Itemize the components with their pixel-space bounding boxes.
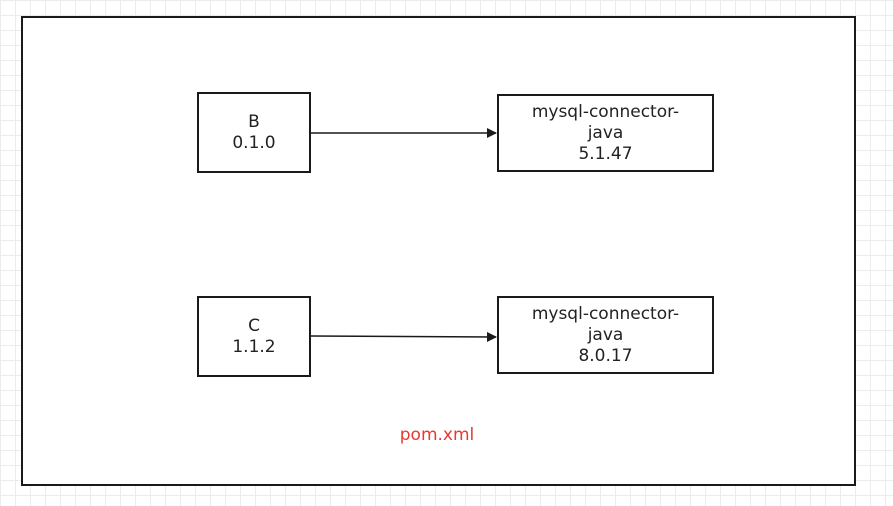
node-c[interactable]: C 1.1.2 [197,296,311,377]
diagram-frame [21,16,856,486]
node-mysql-connector-8[interactable]: mysql-connector- java 8.0.17 [497,296,714,374]
node-b[interactable]: B 0.1.0 [197,92,311,173]
node-mysql-5-version: 5.1.47 [578,143,633,164]
node-mysql-5-line2: java [587,122,624,143]
node-mysql-connector-5[interactable]: mysql-connector- java 5.1.47 [497,94,714,172]
node-c-name: C [248,315,260,336]
edge-c-to-mysql-8 [310,331,497,342]
node-mysql-8-line2: java [587,324,624,345]
pom-xml-label: pom.xml [399,425,475,445]
node-c-version: 1.1.2 [232,336,276,357]
node-b-name: B [248,111,260,132]
node-mysql-8-line1: mysql-connector- [531,303,680,324]
node-b-version: 0.1.0 [232,132,276,153]
node-mysql-8-version: 8.0.17 [578,345,633,366]
node-mysql-5-line1: mysql-connector- [531,101,680,122]
